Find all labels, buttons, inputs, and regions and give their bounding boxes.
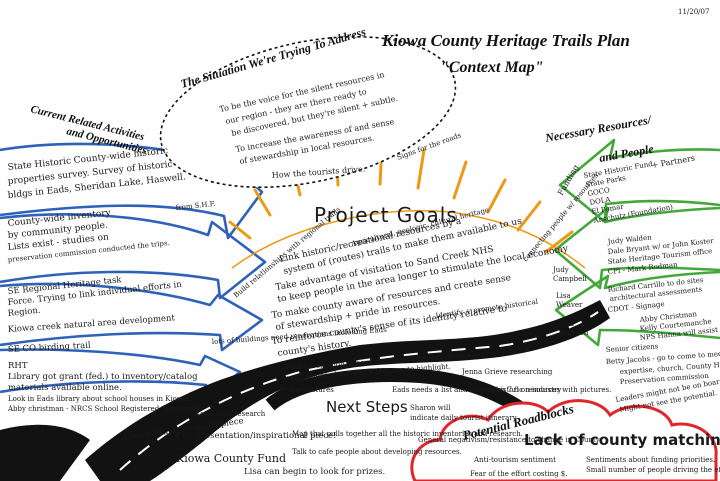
roadblock-item: Sentiments about funding priorities. (586, 456, 715, 464)
roadblock-item: General negativism/resistance to change … (418, 436, 601, 444)
roadblock-item: Small number of people driving the effor… (586, 466, 720, 474)
roadblock-item: Fear of the effort costing $. (470, 470, 567, 478)
resource-note: Judy (552, 266, 569, 274)
current-activities-arrows (0, 138, 267, 397)
green-arrow-3 (554, 270, 720, 347)
activity-item: Abby christman - NRCS School Registered … (7, 405, 200, 413)
activity-item: SE CO birding trail (8, 341, 92, 355)
activity-item: materials available online. (8, 383, 122, 393)
blue-arrow-1 (0, 138, 264, 240)
next-step-item: Eads needs a list and map of historic re… (392, 386, 611, 394)
situation-ellipse (159, 35, 457, 189)
activity-item: RHT (8, 361, 28, 371)
blue-arrow-3 (0, 282, 264, 352)
next-step-item: Kiowa County Fund (176, 452, 286, 465)
roadblocks-list: Leaders might not be on board; Might not… (418, 377, 720, 478)
resources-heading-1: Necessary Resources/ (543, 112, 653, 145)
date-label: 11/20/07 (678, 8, 709, 16)
blue-arrow-4 (0, 348, 242, 397)
next-step-item: tourism 7.0 on industry (478, 386, 561, 394)
people-list: Judy Walden Dale Bryant w/ or John Koste… (606, 233, 720, 386)
road-stripe (119, 311, 599, 471)
next-step-item: Talk to cafe people about developing res… (292, 448, 462, 456)
sun-arc (231, 209, 586, 269)
roadblocks-big-item: Lack of county matching funds (524, 431, 720, 449)
next-step-item: Jenna Grieve researching (461, 368, 553, 376)
title-line-1: Kiowa County Heritage Trails Plan (381, 31, 630, 50)
resource-note: Weaver (556, 301, 583, 309)
next-step-item: Sharon will (410, 404, 451, 412)
current-activities-list: State Historic County-wide historic prop… (7, 146, 216, 413)
blue-arrow-2 (0, 213, 267, 300)
road-lower (0, 424, 90, 481)
activity-item: Library got grant (fed.) to inventory/ca… (8, 371, 198, 382)
activity-item: Region. (7, 306, 41, 319)
green-arrow-2 (553, 206, 720, 290)
road-band (85, 300, 610, 481)
resources-arrows (553, 138, 720, 347)
road-curve (265, 368, 524, 414)
next-steps-heading: Next Steps (326, 398, 408, 416)
resource-note: Rod (560, 320, 574, 328)
funding-item: GOCO (587, 186, 611, 198)
funding-item: DOLA (589, 195, 612, 207)
title-line-2: "Context Map" (440, 59, 544, 76)
person-item: Senior citizens (606, 342, 659, 354)
green-arrow-1 (558, 138, 720, 224)
project-goals-heading: Project Goals (314, 203, 458, 227)
resources-partners: + Partners (651, 153, 696, 169)
activity-item: Look in Eads library about school houses… (8, 395, 187, 403)
next-step-item: Need local research (194, 410, 266, 418)
next-step-item: Get pictures (290, 386, 334, 394)
resources-left-notes: Judy Campbell Lisa Weaver Rod Johnson (552, 266, 589, 337)
project-goals-list: Link historic/recreational resources by … (271, 215, 570, 358)
resource-note: Johnson (559, 329, 589, 337)
next-step-item: indicate daily tourist itinerary (410, 414, 517, 422)
roadblocks-cloud (410, 399, 718, 481)
next-step-item: Lisa can begin to look for prizes. (244, 467, 385, 477)
next-step-item: Map that pulls together all the historic… (292, 430, 523, 438)
roadblock-item: Anti-tourism sentiment (473, 456, 556, 464)
resource-note: Campbell (553, 275, 588, 283)
resource-note: Lisa (556, 292, 571, 300)
road (0, 300, 610, 481)
next-step-item: Fun presentation/inspirational piece! (176, 431, 336, 441)
